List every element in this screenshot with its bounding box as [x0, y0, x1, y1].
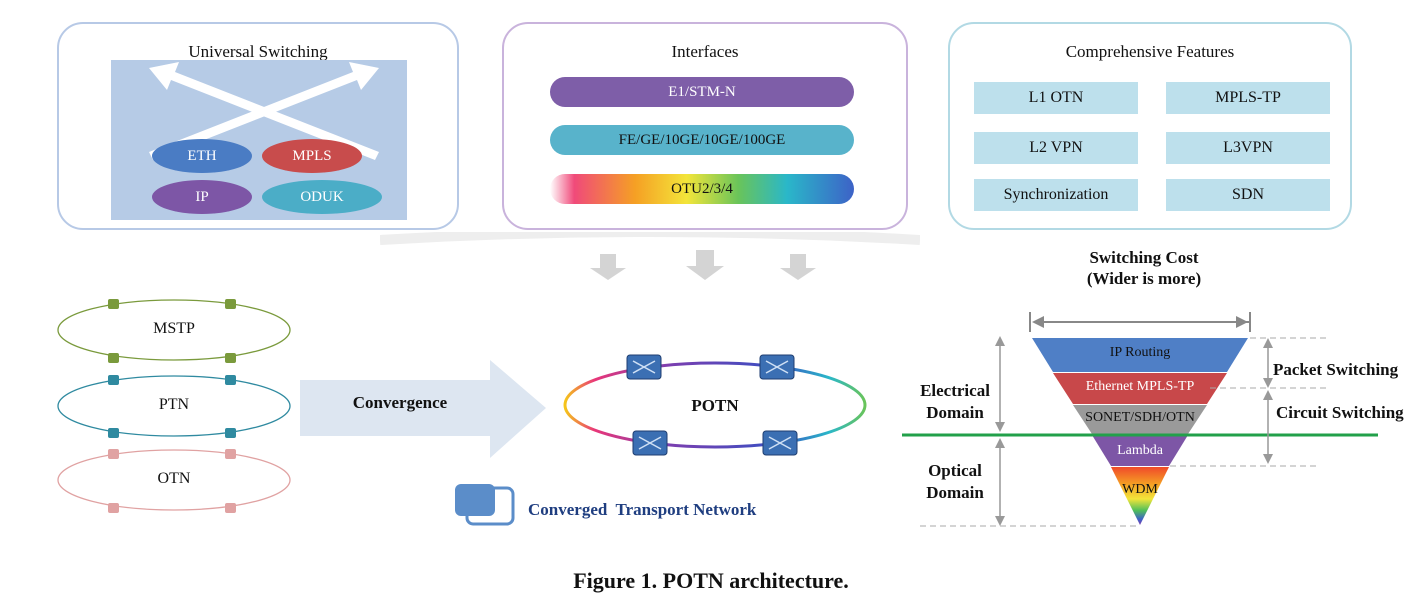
comprehensive-features-panel: Comprehensive Features L1 OTN MPLS-TP L2…	[948, 22, 1352, 230]
convergence-arrow	[300, 360, 546, 458]
legend-label: Converged Transport Network	[528, 500, 757, 519]
feature-l3vpn: L3VPN	[1166, 132, 1330, 164]
feature-l2-vpn: L2 VPN	[974, 132, 1138, 164]
ethernet-interfaces-bar: FE/GE/10GE/10GE/100GE	[550, 125, 854, 155]
potn-label: POTN	[691, 396, 739, 415]
potn-ring	[563, 354, 867, 456]
e1-stm-bar: E1/STM-N	[550, 77, 854, 107]
optical-line2: Domain	[926, 483, 984, 502]
otu-bar: OTU2/3/4	[550, 174, 854, 204]
feature-sdn: SDN	[1166, 179, 1330, 211]
network-icon	[455, 484, 515, 526]
interfaces-panel: Interfaces E1/STM-N FE/GE/10GE/10GE/100G…	[502, 22, 908, 230]
electrical-line2: Domain	[926, 403, 984, 422]
legacy-rings	[57, 299, 291, 513]
electrical-line1: Electrical	[920, 381, 990, 400]
interfaces-title: Interfaces	[671, 42, 739, 61]
feature-mpls-tp: MPLS-TP	[1166, 82, 1330, 114]
figure-caption: Figure 1. POTN architecture.	[573, 568, 849, 593]
layer-wdm: WDM	[1122, 482, 1158, 497]
feature-synchronization: Synchronization	[974, 179, 1138, 211]
universal-switching-panel: Universal Switching ETH MPLS IP ODUK	[57, 22, 459, 230]
feature-l1-otn: L1 OTN	[974, 82, 1138, 114]
mstp-label: MSTP	[153, 320, 195, 337]
features-title: Comprehensive Features	[1065, 42, 1235, 61]
optical-domain-label: Optical Domain	[905, 460, 1005, 504]
packet-switching-label: Packet Switching	[1273, 360, 1399, 379]
cost-title-line2: (Wider is more)	[1086, 269, 1202, 288]
layer-lambda: Lambda	[1117, 443, 1163, 458]
oduk-oval: ODUK	[262, 180, 382, 214]
circuit-switching-label: Circuit Switching	[1276, 403, 1404, 422]
layer-ethernet: Ethernet MPLS-TP	[1085, 379, 1195, 394]
down-arrows-icon	[380, 232, 920, 280]
electrical-domain-label: Electrical Domain	[905, 380, 1005, 424]
eth-oval: ETH	[152, 139, 252, 173]
optical-line1: Optical	[928, 461, 982, 480]
ip-oval: IP	[152, 180, 252, 214]
convergence-label: Convergence	[352, 393, 448, 412]
otn-label: OTN	[157, 470, 191, 487]
universal-switching-title: Universal Switching	[188, 42, 328, 61]
cross-arrows-icon	[149, 62, 379, 160]
layer-ip-routing: IP Routing	[1109, 345, 1171, 360]
ptn-label: PTN	[158, 396, 190, 413]
cost-title-line1: Switching Cost	[1089, 248, 1199, 267]
layer-sonet: SONET/SDH/OTN	[1085, 410, 1195, 425]
switching-cost-title: Switching Cost (Wider is more)	[1044, 247, 1244, 289]
mpls-oval: MPLS	[262, 139, 362, 173]
switching-cost-triangle	[902, 312, 1378, 527]
